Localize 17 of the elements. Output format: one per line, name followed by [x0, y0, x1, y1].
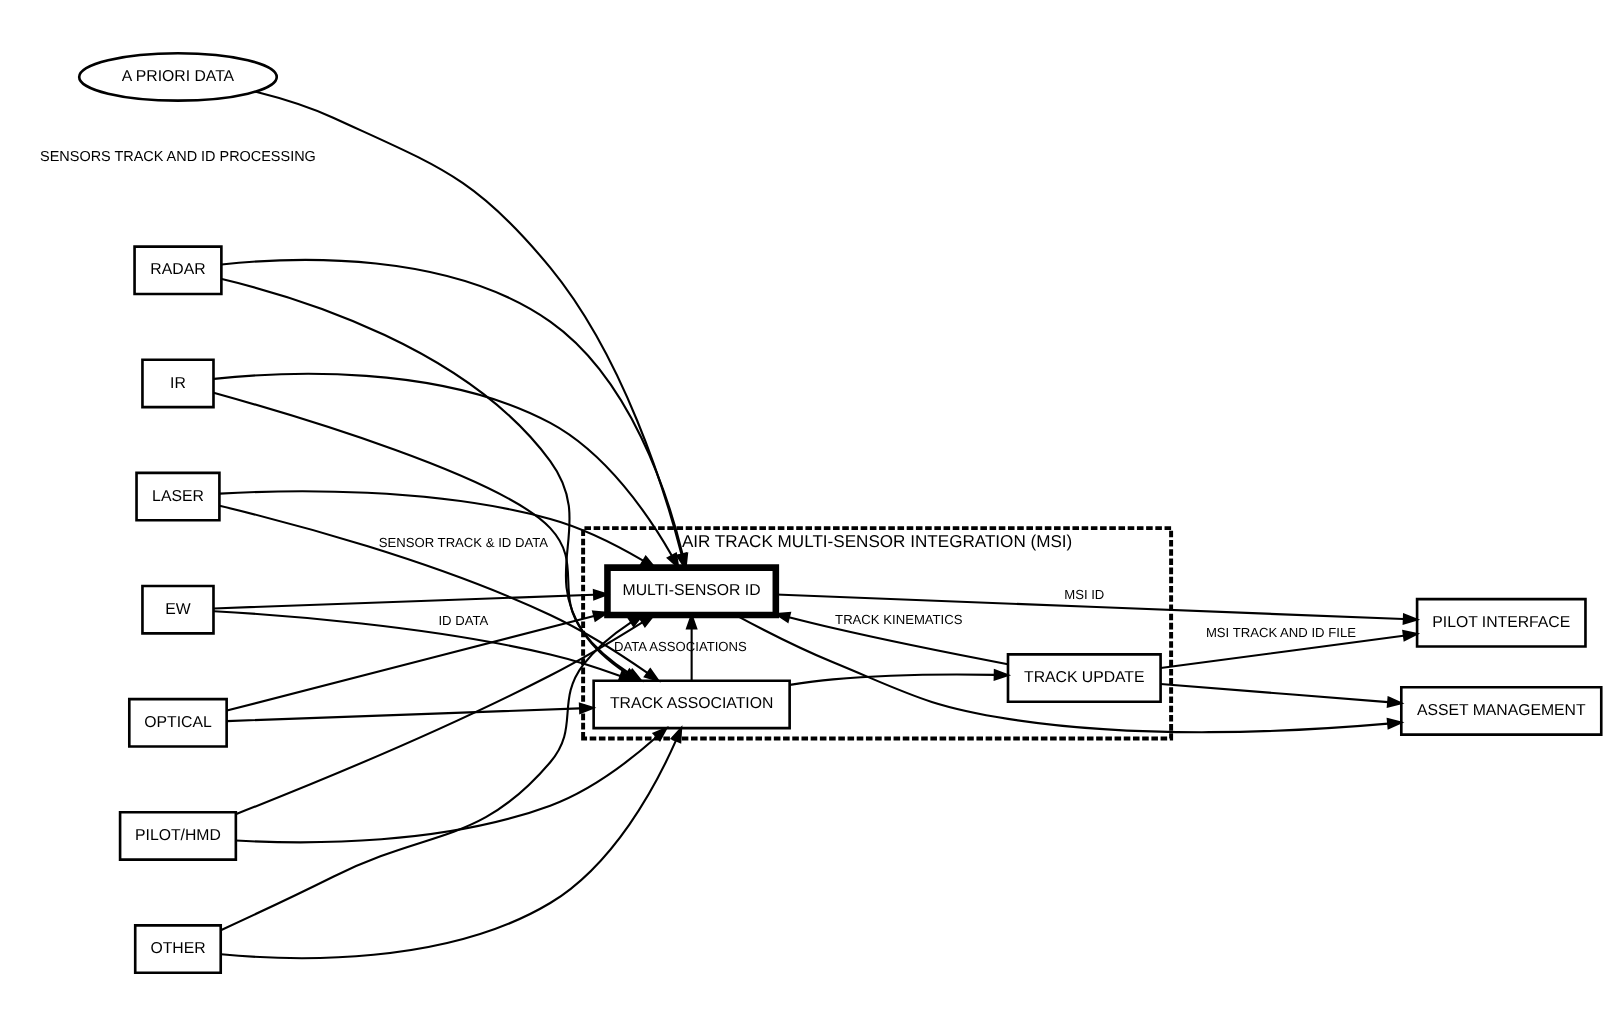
arrow: [213, 610, 636, 682]
arrow: [773, 611, 1008, 666]
arrow: [1160, 629, 1421, 670]
arrow: [221, 725, 683, 960]
arrow: [789, 668, 1012, 686]
arrow: [685, 612, 698, 681]
arrow: [775, 593, 1421, 626]
arrow: [213, 588, 611, 610]
arrow: [226, 702, 597, 723]
arrow: [226, 610, 611, 712]
arrow: [735, 614, 1405, 734]
label: SENSORS TRACK AND ID PROCESSING: [40, 146, 316, 165]
arrow: [1160, 683, 1405, 709]
arrow: [219, 490, 658, 570]
arrow: [235, 725, 669, 844]
arrow: [235, 613, 657, 815]
arrow: [213, 372, 680, 571]
